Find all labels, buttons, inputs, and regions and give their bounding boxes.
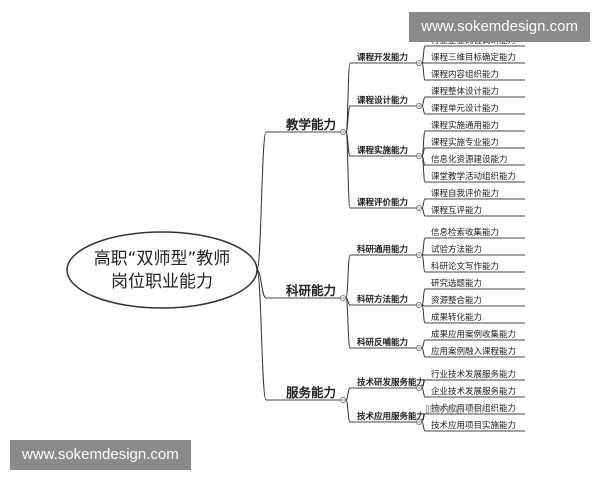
connector-lines [256, 45, 426, 432]
group-label: 科研通用能力 [357, 244, 408, 255]
leaf-node[interactable]: 课程互评能力 [425, 205, 525, 217]
leaf-node[interactable]: 技术应用项目实施能力 [425, 420, 525, 432]
branch-label: 服务能力 [286, 385, 336, 400]
leaf-label: 课程整体设计能力 [431, 86, 499, 97]
group-node[interactable]: 课程设计能力 [350, 95, 422, 110]
leaf-label: 科研论文写作能力 [431, 261, 499, 272]
leaf-label: 试验方法能力 [431, 244, 482, 255]
leaf-node[interactable]: 课程单元设计能力 [425, 103, 525, 115]
leaf-node[interactable]: 课堂教学活动组织能力 [425, 171, 525, 183]
leaf-node[interactable]: 信息化资源建设能力 [425, 154, 525, 166]
collapse-toggle-icon[interactable] [415, 384, 422, 391]
leaf-node[interactable]: 成果转化能力 [425, 312, 525, 324]
leaf-node[interactable]: 研究选题能力 [425, 278, 525, 290]
group-label: 课程开发能力 [357, 52, 408, 63]
group-label: 课程设计能力 [357, 95, 408, 106]
branch-label: 科研能力 [286, 283, 336, 298]
leaf-label: 课程自我评价能力 [431, 188, 499, 199]
collapse-toggle-icon[interactable] [415, 344, 422, 351]
collapse-toggle-icon[interactable] [415, 204, 422, 211]
leaf-label: 信息化资源建设能力 [431, 154, 508, 165]
leaf-node[interactable]: 课程三维目标确定能力 [425, 52, 525, 64]
watermark-top: www.sokemdesign.com [409, 12, 590, 42]
leaf-node[interactable]: 试验方法能力 [425, 244, 525, 256]
root-node[interactable]: 高职“双师型”教师 岗位职业能力 [66, 231, 258, 309]
leaf-label: 研究选题能力 [431, 278, 482, 289]
leaf-label: 课程实施通用能力 [431, 120, 499, 131]
leaf-label: 资源整合能力 [431, 295, 482, 306]
leaf-label: 成果应用案例收集能力 [431, 329, 516, 340]
leaf-node[interactable]: 课程自我评价能力 [425, 188, 525, 200]
group-label: 科研反哺能力 [357, 337, 408, 348]
group-label: 课程实施能力 [357, 145, 408, 156]
leaf-node[interactable]: 课程内容组织能力 [425, 69, 525, 81]
leaf-label: 技术应用项目实施能力 [431, 420, 516, 431]
leaf-label: 技术应用项目组织能力 [431, 403, 516, 414]
leaf-label: 成果转化能力 [431, 312, 482, 323]
overlay-watermark-text: 职教育研究院 [425, 404, 485, 417]
group-node[interactable]: 课程开发能力 [350, 52, 422, 67]
collapse-toggle-icon[interactable] [415, 103, 422, 110]
leaf-label: 课程实施专业能力 [431, 137, 499, 148]
root-title-line2: 岗位职业能力 [111, 272, 213, 292]
group-node[interactable]: 科研方法能力 [350, 294, 422, 308]
leaf-label: 课程三维目标确定能力 [431, 52, 516, 63]
collapse-toggle-icon[interactable] [415, 60, 422, 67]
leaf-node[interactable]: 行业技术发展服务能力 [425, 369, 525, 381]
leaf-node[interactable]: 信息检索收集能力 [425, 227, 525, 239]
leaf-label: 课程互评能力 [431, 205, 482, 216]
leaf-node[interactable]: 课程整体设计能力 [425, 86, 525, 98]
group-label: 技术研发服务能力 [357, 377, 425, 388]
group-node[interactable]: 科研通用能力 [350, 244, 422, 258]
branch-2[interactable]: 科研能力 [266, 283, 346, 301]
branch-1[interactable]: 教学能力 [266, 117, 346, 135]
group-node[interactable]: 技术应用服务能力 [350, 411, 425, 425]
leaf-node[interactable]: 技术应用项目组织能力 [425, 403, 525, 415]
collapse-toggle-icon[interactable] [415, 418, 422, 425]
collapse-toggle-icon[interactable] [415, 152, 422, 159]
leaf-node[interactable]: 课程实施通用能力 [425, 120, 525, 132]
leaf-node[interactable]: 成果应用案例收集能力 [425, 329, 525, 341]
leaf-label: 课程内容组织能力 [431, 69, 499, 80]
watermark-bottom: www.sokemdesign.com [10, 440, 191, 470]
leaf-node[interactable]: 企业技术发展服务能力 [425, 386, 525, 398]
group-label: 科研方法能力 [357, 294, 408, 305]
collapse-toggle-icon[interactable] [339, 294, 346, 301]
leaf-label: 课程单元设计能力 [431, 103, 499, 114]
group-node[interactable]: 科研反哺能力 [350, 337, 422, 351]
group-label: 技术应用服务能力 [357, 411, 425, 422]
group-node[interactable]: 课程评价能力 [350, 197, 422, 211]
leaf-label: 课堂教学活动组织能力 [431, 171, 516, 182]
leaf-label: 企业技术发展服务能力 [431, 386, 516, 397]
group-label: 课程评价能力 [357, 197, 408, 208]
leaf-label: 行业技术发展服务能力 [431, 369, 516, 380]
branch-label: 教学能力 [285, 117, 336, 132]
collapse-toggle-icon[interactable] [339, 396, 346, 403]
leaf-node[interactable]: 应用案例融入课程能力 [425, 346, 525, 358]
leaf-node[interactable]: 科研论文写作能力 [425, 261, 525, 273]
leaf-label: 应用案例融入课程能力 [431, 346, 516, 357]
leaf-label: 信息检索收集能力 [431, 227, 499, 238]
group-node[interactable]: 技术研发服务能力 [350, 377, 425, 391]
leaf-node[interactable]: 资源整合能力 [425, 295, 525, 307]
branch-3[interactable]: 服务能力 [266, 385, 346, 403]
root-title-line1: 高职“双师型”教师 [94, 249, 231, 269]
branch-nodes: 教学能力课程开发能力行业企业岗位调研能力课程三维目标确定能力课程内容组织能力课程… [266, 35, 525, 432]
leaf-node[interactable]: 课程实施专业能力 [425, 137, 525, 149]
collapse-toggle-icon[interactable] [339, 128, 346, 135]
collapse-toggle-icon[interactable] [415, 251, 422, 258]
group-node[interactable]: 课程实施能力 [350, 145, 422, 159]
collapse-toggle-icon[interactable] [415, 301, 422, 308]
